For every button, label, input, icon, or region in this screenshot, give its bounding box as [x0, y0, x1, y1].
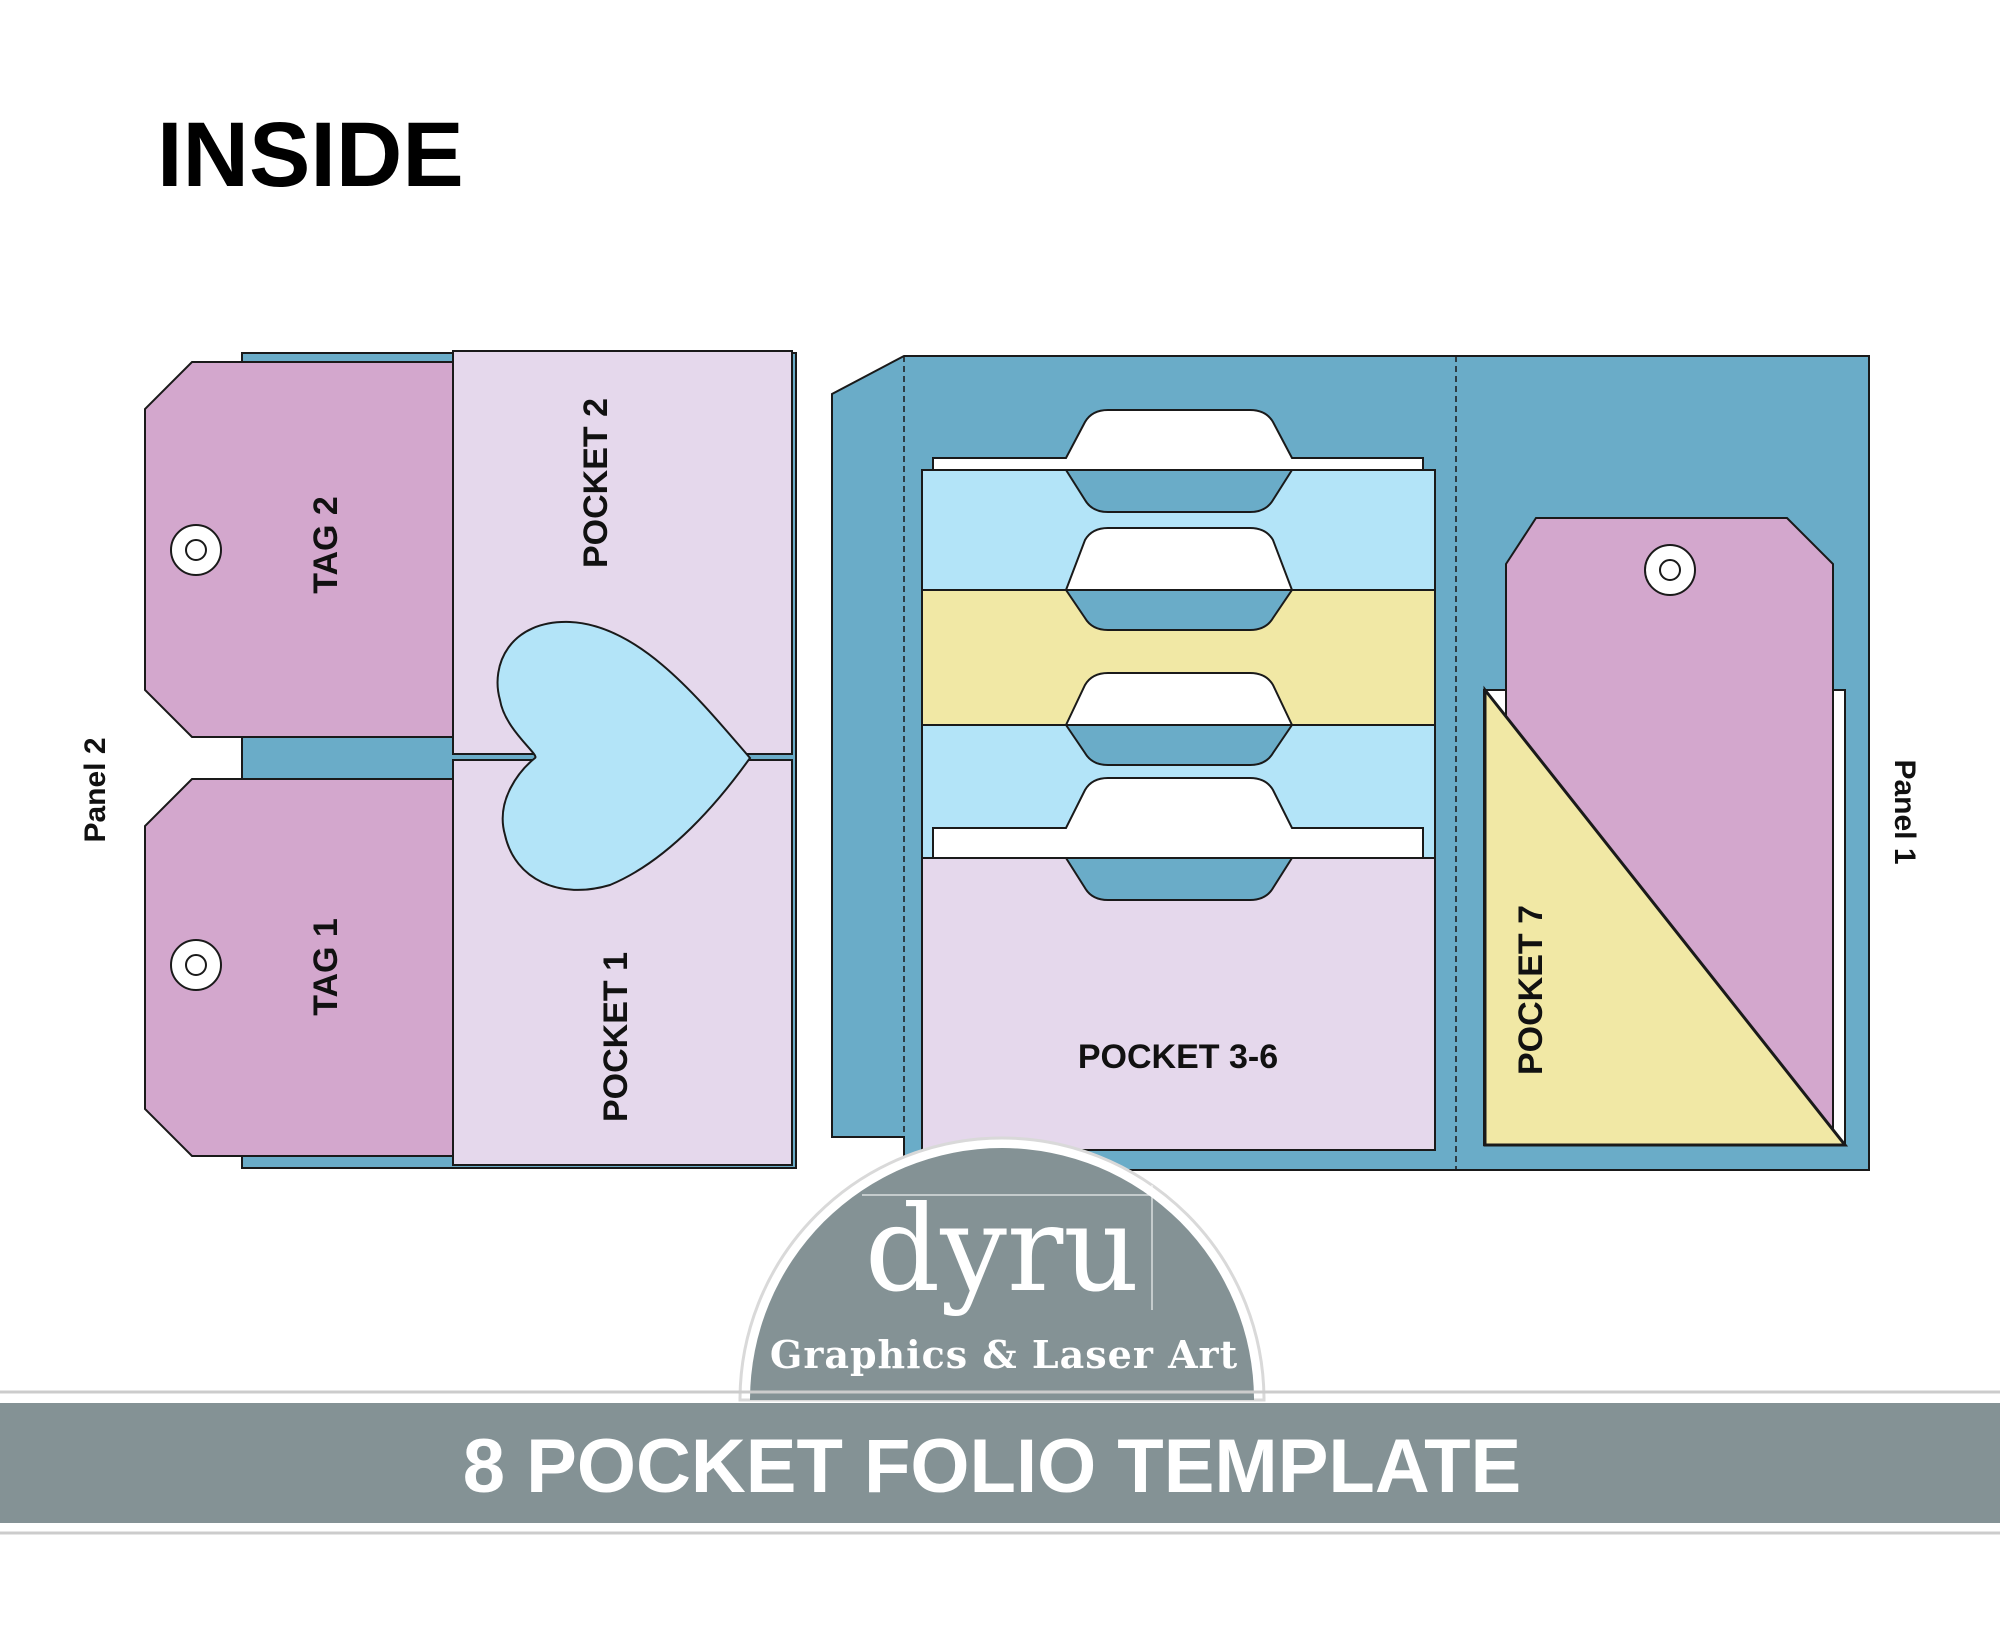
tag-2-label: TAG 2	[307, 496, 345, 594]
divider-tab-1	[932, 409, 1424, 471]
tag-2-hole	[170, 524, 222, 576]
right-folio: POCKET 3-6 POCKET 7 Panel 1	[831, 355, 1921, 1171]
banner-bar	[0, 1403, 2000, 1523]
pocket-4	[921, 589, 1436, 726]
tag-1-hole	[170, 939, 222, 991]
pocket-3-6-label: POCKET 3-6	[1078, 1038, 1278, 1076]
logo-tagline: Graphics & Laser Art	[770, 1332, 1238, 1377]
left-folio: TAG 2 TAG 1 POCKET 2 POCKET 1 Panel 2	[79, 350, 797, 1169]
panel-2-label: Panel 2	[79, 737, 112, 842]
pocket-7-label: POCKET 7	[1512, 905, 1550, 1075]
tag-hole-right	[1644, 544, 1696, 596]
panel-1-label: Panel 1	[1888, 759, 1921, 864]
logo: dyru Graphics & Laser Art	[738, 1136, 1266, 1402]
logo-badge	[750, 1148, 1254, 1400]
divider-tab-3	[1064, 672, 1294, 726]
pocket-6	[921, 857, 1436, 1151]
title-banner: 8 POCKET FOLIO TEMPLATE	[0, 1390, 2000, 1535]
heart-cutout	[496, 620, 752, 891]
tag-1-label: TAG 1	[307, 918, 345, 1016]
tag-2-hole-ring	[185, 539, 207, 561]
pocket-7	[1483, 685, 1849, 1147]
logo-wordmark: dyru	[865, 1180, 1140, 1318]
heading-inside: INSIDE	[157, 104, 464, 206]
divider-tab-2	[1064, 527, 1294, 591]
divider-tab-4	[932, 777, 1424, 859]
tag-hole-right-ring	[1659, 559, 1681, 581]
pocket-1-label: POCKET 1	[597, 952, 635, 1122]
tag-1-hole-ring	[185, 954, 207, 976]
banner-title: 8 POCKET FOLIO TEMPLATE	[463, 1424, 1521, 1509]
pocket-2-label: POCKET 2	[577, 398, 615, 568]
